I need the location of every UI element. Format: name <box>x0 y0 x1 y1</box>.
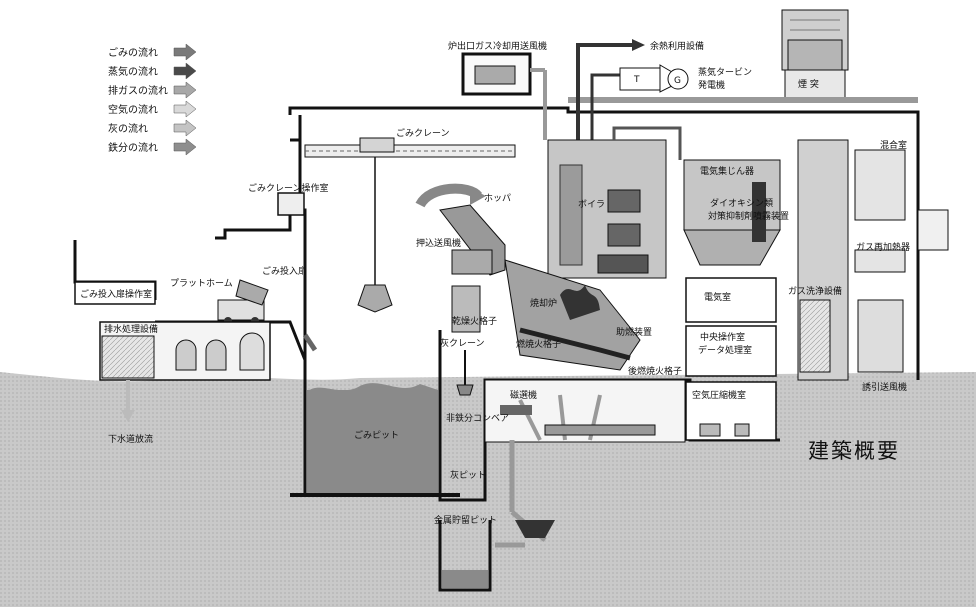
label-turbine-t: T <box>633 75 640 85</box>
label-post-grate: 後燃焼火格子 <box>628 365 682 377</box>
label-gas-cooling-fan: 炉出口ガス冷却用送風機 <box>448 40 547 52</box>
label-push-fan: 押込送風機 <box>416 237 461 249</box>
push-fan <box>451 249 493 333</box>
label-hopper: ホッパ <box>484 193 511 204</box>
crane-operator-room <box>277 138 305 216</box>
crane-girder <box>304 137 516 313</box>
legend-label: 空気の流れ <box>108 103 158 116</box>
main-roof <box>288 106 920 380</box>
label-crane: ごみクレーン <box>396 127 450 139</box>
legend-label: ごみの流れ <box>108 46 158 59</box>
legend-label: 灰の流れ <box>108 122 148 135</box>
label-door-room: ごみ投入扉操作室 <box>80 288 152 300</box>
waste-pile <box>307 390 438 493</box>
label-air-compressor: 空気圧縮機室 <box>692 389 746 401</box>
label-waste-heat: 余熱利用設備 <box>650 40 704 52</box>
label-gas-reheater: ガス再加熱器 <box>856 241 910 253</box>
label-turbine-1: 蒸気タービン <box>698 66 752 78</box>
left-building <box>73 240 271 381</box>
truck <box>217 299 265 321</box>
incinerator <box>504 259 641 371</box>
label-aux-burner: 助燃装置 <box>616 326 652 338</box>
label-incinerator: 焼却炉 <box>530 297 557 309</box>
label-crane-room: ごみクレーン操作室 <box>248 182 329 194</box>
label-nonferrous: 非鉄分コンベア <box>446 412 509 424</box>
label-dioxin-2: 対策抑制剤噴霧装置 <box>708 210 789 222</box>
label-boiler: ボイラ <box>578 199 605 210</box>
label-platform: プラットホーム <box>170 278 233 289</box>
legend-arrow-icon <box>173 138 197 156</box>
scrubber <box>797 139 949 381</box>
legend-arrow-icon <box>173 81 197 99</box>
page-title: 建築概要 <box>808 439 900 463</box>
label-electric-room: 電気室 <box>704 291 731 303</box>
label-control-1: 中央操作室 <box>700 331 745 343</box>
label-metal-pit: 金属貯留ピット <box>434 514 497 526</box>
label-mixing-room: 混合室 <box>880 139 907 151</box>
label-induced-fan: 誘引送風機 <box>862 381 907 393</box>
control-rooms <box>685 277 777 441</box>
label-control-2: データ処理室 <box>698 344 752 356</box>
label-dry-grate: 乾燥火格子 <box>452 315 497 327</box>
label-waste-pit: ごみピット <box>354 429 399 441</box>
label-sewer: 下水道放流 <box>108 433 153 445</box>
label-turbine-g: G <box>674 76 681 86</box>
esp <box>683 159 781 266</box>
metal-pit <box>438 440 555 592</box>
label-esp: 電気集じん器 <box>700 165 754 177</box>
chimney <box>781 9 849 101</box>
label-gas-scrubber: ガス洗浄設備 <box>788 285 842 297</box>
label-burn-grate: 燃焼火格子 <box>516 338 561 350</box>
legend-arrow-icon <box>173 119 197 137</box>
label-dioxin-1: ダイオキシン類 <box>710 197 773 209</box>
legend-arrow-icon <box>173 62 197 80</box>
label-wastewater: 排水処理設備 <box>104 323 158 335</box>
legend-arrow-icon <box>173 43 197 61</box>
legend-label: 鉄分の流れ <box>108 141 158 154</box>
ash-crane <box>456 350 474 396</box>
gas-cooling-fan-house <box>461 52 547 140</box>
label-ash-pit: 灰ピット <box>450 469 486 481</box>
sewer-arrow <box>121 380 135 422</box>
waste-pile-top <box>307 383 438 395</box>
legend-label: 排ガスの流れ <box>108 84 168 97</box>
legend-label: 蒸気の流れ <box>108 65 158 78</box>
label-ash-crane: 灰クレーン <box>440 337 485 349</box>
boiler <box>547 126 682 279</box>
legend-arrow-icon <box>173 100 197 118</box>
label-chimney: 煙 突 <box>798 78 819 90</box>
label-magnet: 磁選機 <box>510 389 537 401</box>
label-turbine-2: 発電機 <box>698 79 725 91</box>
label-input-door: ごみ投入扉 <box>262 265 307 277</box>
